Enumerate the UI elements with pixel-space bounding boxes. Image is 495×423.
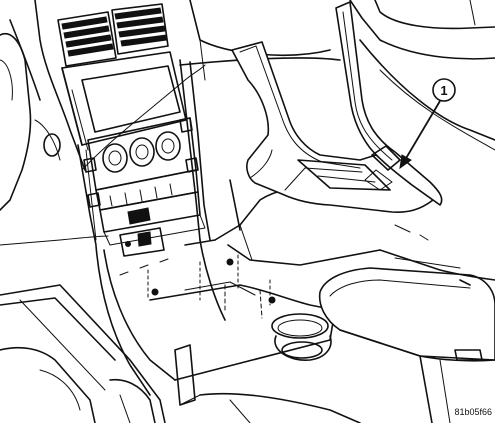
- callout-arrowhead: [399, 154, 412, 170]
- callout-circle: [432, 78, 456, 102]
- armrest: [318, 249, 495, 423]
- figure-code: 81b05f66: [454, 407, 492, 417]
- air-vent-right: [111, 3, 169, 55]
- callout-1: 1: [399, 78, 456, 170]
- lower-foreground: [0, 284, 361, 423]
- dashboard: [0, 0, 495, 211]
- floor-console: [95, 179, 381, 396]
- callout-number: 1: [440, 83, 447, 98]
- shifter-bezel: [231, 41, 434, 213]
- console-side-trim: [335, 1, 443, 241]
- air-vent-left: [57, 11, 117, 67]
- center-stack: [0, 51, 211, 257]
- callout-leader-line: [404, 100, 441, 161]
